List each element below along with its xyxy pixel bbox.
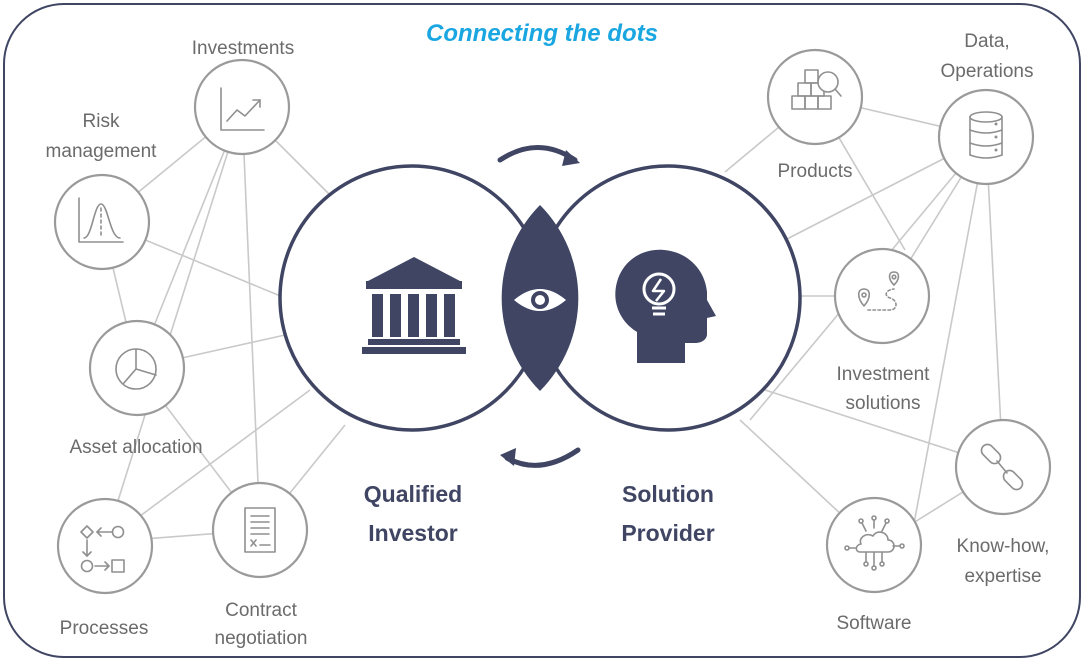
node-contract-negotiation xyxy=(211,481,309,579)
pie-chart-icon xyxy=(115,348,157,390)
node-processes xyxy=(56,497,154,595)
process-flow-icon xyxy=(80,525,125,573)
node-products xyxy=(766,48,864,146)
investments-label: Investments xyxy=(192,38,294,59)
solution-provider-label-line1: Solution xyxy=(622,481,714,507)
node-risk-management xyxy=(53,173,151,271)
contract-negotiation-label-line1: Contract xyxy=(225,600,298,621)
investment-solutions-label-line2: solutions xyxy=(846,393,921,414)
qualified-investor-label-line1: Qualified xyxy=(364,481,462,507)
node-investment-solutions xyxy=(833,247,931,345)
node-know-how xyxy=(954,418,1052,516)
boxes-magnifier-icon xyxy=(791,69,842,110)
contract-negotiation-label-line2: negotiation xyxy=(215,628,308,649)
venn-center xyxy=(278,145,802,468)
know-how-label-line2: expertise xyxy=(964,566,1041,587)
data-operations-label-line1: Data, xyxy=(964,31,1009,52)
node-investments xyxy=(193,58,291,156)
investment-solutions-label-line1: Investment xyxy=(837,364,931,385)
eye-icon xyxy=(514,289,566,311)
risk-management-label-line1: Risk xyxy=(83,111,120,132)
node-data-operations xyxy=(937,88,1035,186)
asset-allocation-label: Asset allocation xyxy=(69,437,202,458)
node-software xyxy=(825,496,923,594)
head-lightbulb-icon xyxy=(615,249,716,363)
products-label: Products xyxy=(778,161,853,182)
solution-provider-label-line2: Provider xyxy=(621,520,714,546)
diagram-title: Connecting the dots xyxy=(426,20,658,47)
node-asset-allocation xyxy=(88,319,186,417)
chain-link-icon xyxy=(980,443,1024,491)
processes-label: Processes xyxy=(60,618,149,639)
database-icon xyxy=(969,111,1003,159)
know-how-label-line1: Know-how, xyxy=(957,536,1050,557)
cloud-network-icon xyxy=(844,515,905,571)
qualified-investor-label-line2: Investor xyxy=(368,520,458,546)
map-route-icon xyxy=(857,271,900,311)
bell-curve-icon xyxy=(78,197,124,243)
bank-icon xyxy=(362,257,466,354)
software-label: Software xyxy=(837,613,912,634)
risk-management-label-line2: management xyxy=(46,141,158,162)
line-chart-icon xyxy=(220,87,265,131)
document-icon xyxy=(244,507,276,553)
data-operations-label-line2: Operations xyxy=(941,61,1034,82)
